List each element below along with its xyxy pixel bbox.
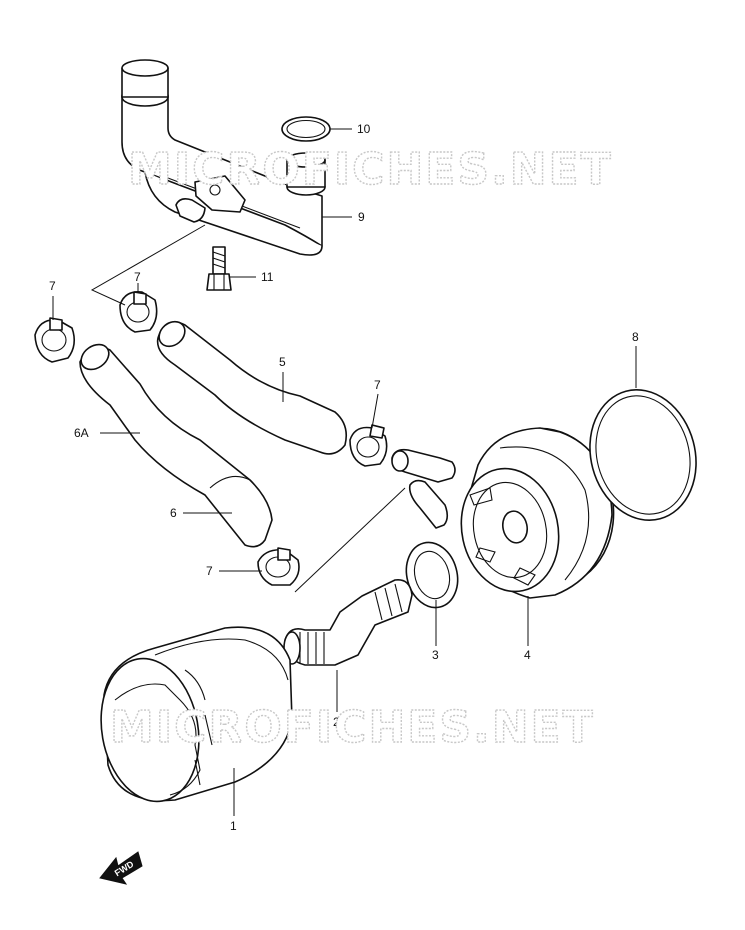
part-6-hose[interactable] (76, 339, 273, 548)
part-2-union-bolt[interactable] (283, 578, 413, 666)
part-3-washer[interactable] (399, 537, 464, 614)
part-4-oil-cooler[interactable] (391, 416, 628, 601)
callout-labels: 10 9 11 7 7 5 6A 7 8 6 7 2 3 4 1 (49, 122, 639, 833)
callout-3: 3 (432, 648, 439, 662)
callout-9: 9 (358, 210, 365, 224)
connector-lines (90, 224, 406, 593)
callout-4: 4 (524, 648, 531, 662)
callout-10: 10 (357, 122, 371, 136)
part-7-clamp-4[interactable] (257, 547, 300, 586)
part-7-clamp-3[interactable] (349, 424, 388, 467)
callout-2: 2 (333, 715, 340, 729)
callout-6: 6 (170, 506, 177, 520)
callout-7-d: 7 (206, 564, 213, 578)
callout-7-c: 7 (374, 378, 381, 392)
part-7-clamp-1[interactable] (34, 317, 76, 363)
callout-7-a: 7 (49, 279, 56, 293)
callout-11: 11 (261, 270, 274, 284)
part-9-oil-pipe[interactable] (121, 59, 326, 256)
part-11-bolt[interactable] (206, 246, 232, 291)
leader-lines (52, 128, 637, 816)
callout-7-b: 7 (134, 270, 141, 284)
part-7-clamp-2[interactable] (119, 290, 158, 333)
callout-5: 5 (279, 355, 286, 369)
part-5-hose[interactable] (154, 317, 348, 455)
callout-8: 8 (632, 330, 639, 344)
callout-6a: 6A (74, 426, 89, 440)
part-10-o-ring[interactable] (281, 116, 331, 142)
watermark-top: MICROFICHES.NET (128, 144, 613, 195)
part-1-oil-filter[interactable] (90, 626, 293, 809)
part-8-o-ring[interactable] (576, 378, 711, 532)
fwd-arrow-icon: FWD (99, 851, 143, 885)
watermark-bottom: MICROFICHES.NET (110, 702, 595, 753)
callout-1: 1 (230, 819, 237, 833)
